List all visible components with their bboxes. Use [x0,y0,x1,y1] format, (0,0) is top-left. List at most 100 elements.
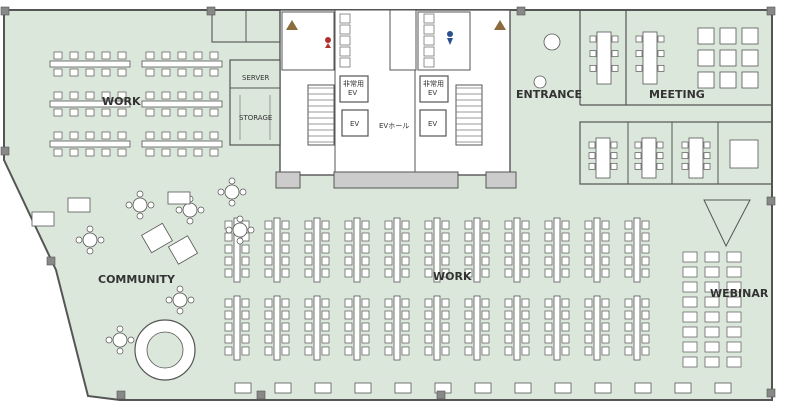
round-table [172,292,188,308]
chair [209,91,219,100]
desk [593,217,601,283]
meeting-table [681,137,711,179]
column [516,6,526,16]
chair [145,68,155,77]
chair [464,220,473,230]
webinar-seat [704,281,720,293]
chair [544,346,553,356]
chair [209,131,219,140]
chair [186,217,194,225]
desk [393,217,401,283]
webinar-seat [704,356,720,368]
chair [561,346,570,356]
chair [656,162,664,170]
chair [521,244,530,254]
desk-cluster [584,217,610,283]
chair [521,310,530,320]
chair [177,91,187,100]
chair [101,68,111,77]
chair [241,334,250,344]
chair [624,298,633,308]
chair [601,310,610,320]
chair [193,68,203,77]
chair [105,336,113,344]
chair [53,148,63,157]
zone-label-entrance: ENTRANCE [516,88,582,101]
table [719,27,737,45]
column [206,6,216,16]
chair [264,322,273,332]
chair [610,152,618,160]
chair [281,268,290,278]
ev-right [419,109,447,137]
desk-cluster [624,217,650,283]
desk [594,382,612,394]
chair [281,310,290,320]
chair [441,298,450,308]
chair [424,346,433,356]
desk-cluster [141,131,223,157]
chair [321,220,330,230]
chair [85,51,95,60]
label-ev-hall: EVホール [379,122,409,130]
chair [544,322,553,332]
chair [481,322,490,332]
webinar-seat [726,356,742,368]
chair [145,131,155,140]
chair [117,108,127,117]
chair [321,334,330,344]
chair [281,298,290,308]
chair [481,232,490,242]
chair [53,131,63,140]
chair [464,232,473,242]
chair [281,220,290,230]
desk-cluster [224,217,250,283]
chair [441,334,450,344]
chair [304,346,313,356]
chair [561,322,570,332]
chair [641,268,650,278]
chair [424,310,433,320]
chair [401,310,410,320]
chair [241,256,250,266]
floor-area [3,9,773,401]
server-storage-block [229,59,281,146]
chair [344,256,353,266]
chair [441,232,450,242]
chair [601,268,610,278]
chair [521,256,530,266]
chair [321,322,330,332]
chair [464,244,473,254]
chair [321,310,330,320]
zone-label-meeting: MEETING [649,88,705,101]
chair [464,334,473,344]
ev-left [341,109,369,137]
chair [544,268,553,278]
chair [69,51,79,60]
chair [228,199,236,207]
building-core [275,9,517,189]
chair [225,226,233,234]
chair [635,35,643,43]
chair [197,206,205,214]
chair [584,346,593,356]
chair [344,232,353,242]
chair [561,298,570,308]
desk-cluster [224,295,250,361]
chair [101,51,111,60]
chair [681,141,689,149]
chair [601,298,610,308]
toilet-stall [423,46,435,57]
label-ev-left: EV [350,120,359,128]
chair [656,141,664,149]
chair [304,244,313,254]
chair [641,298,650,308]
chair [504,244,513,254]
chair [176,285,184,293]
webinar-seat [726,326,742,338]
chair [634,141,642,149]
desk [433,295,441,361]
desk [473,295,481,361]
chair [624,334,633,344]
chair [361,256,370,266]
